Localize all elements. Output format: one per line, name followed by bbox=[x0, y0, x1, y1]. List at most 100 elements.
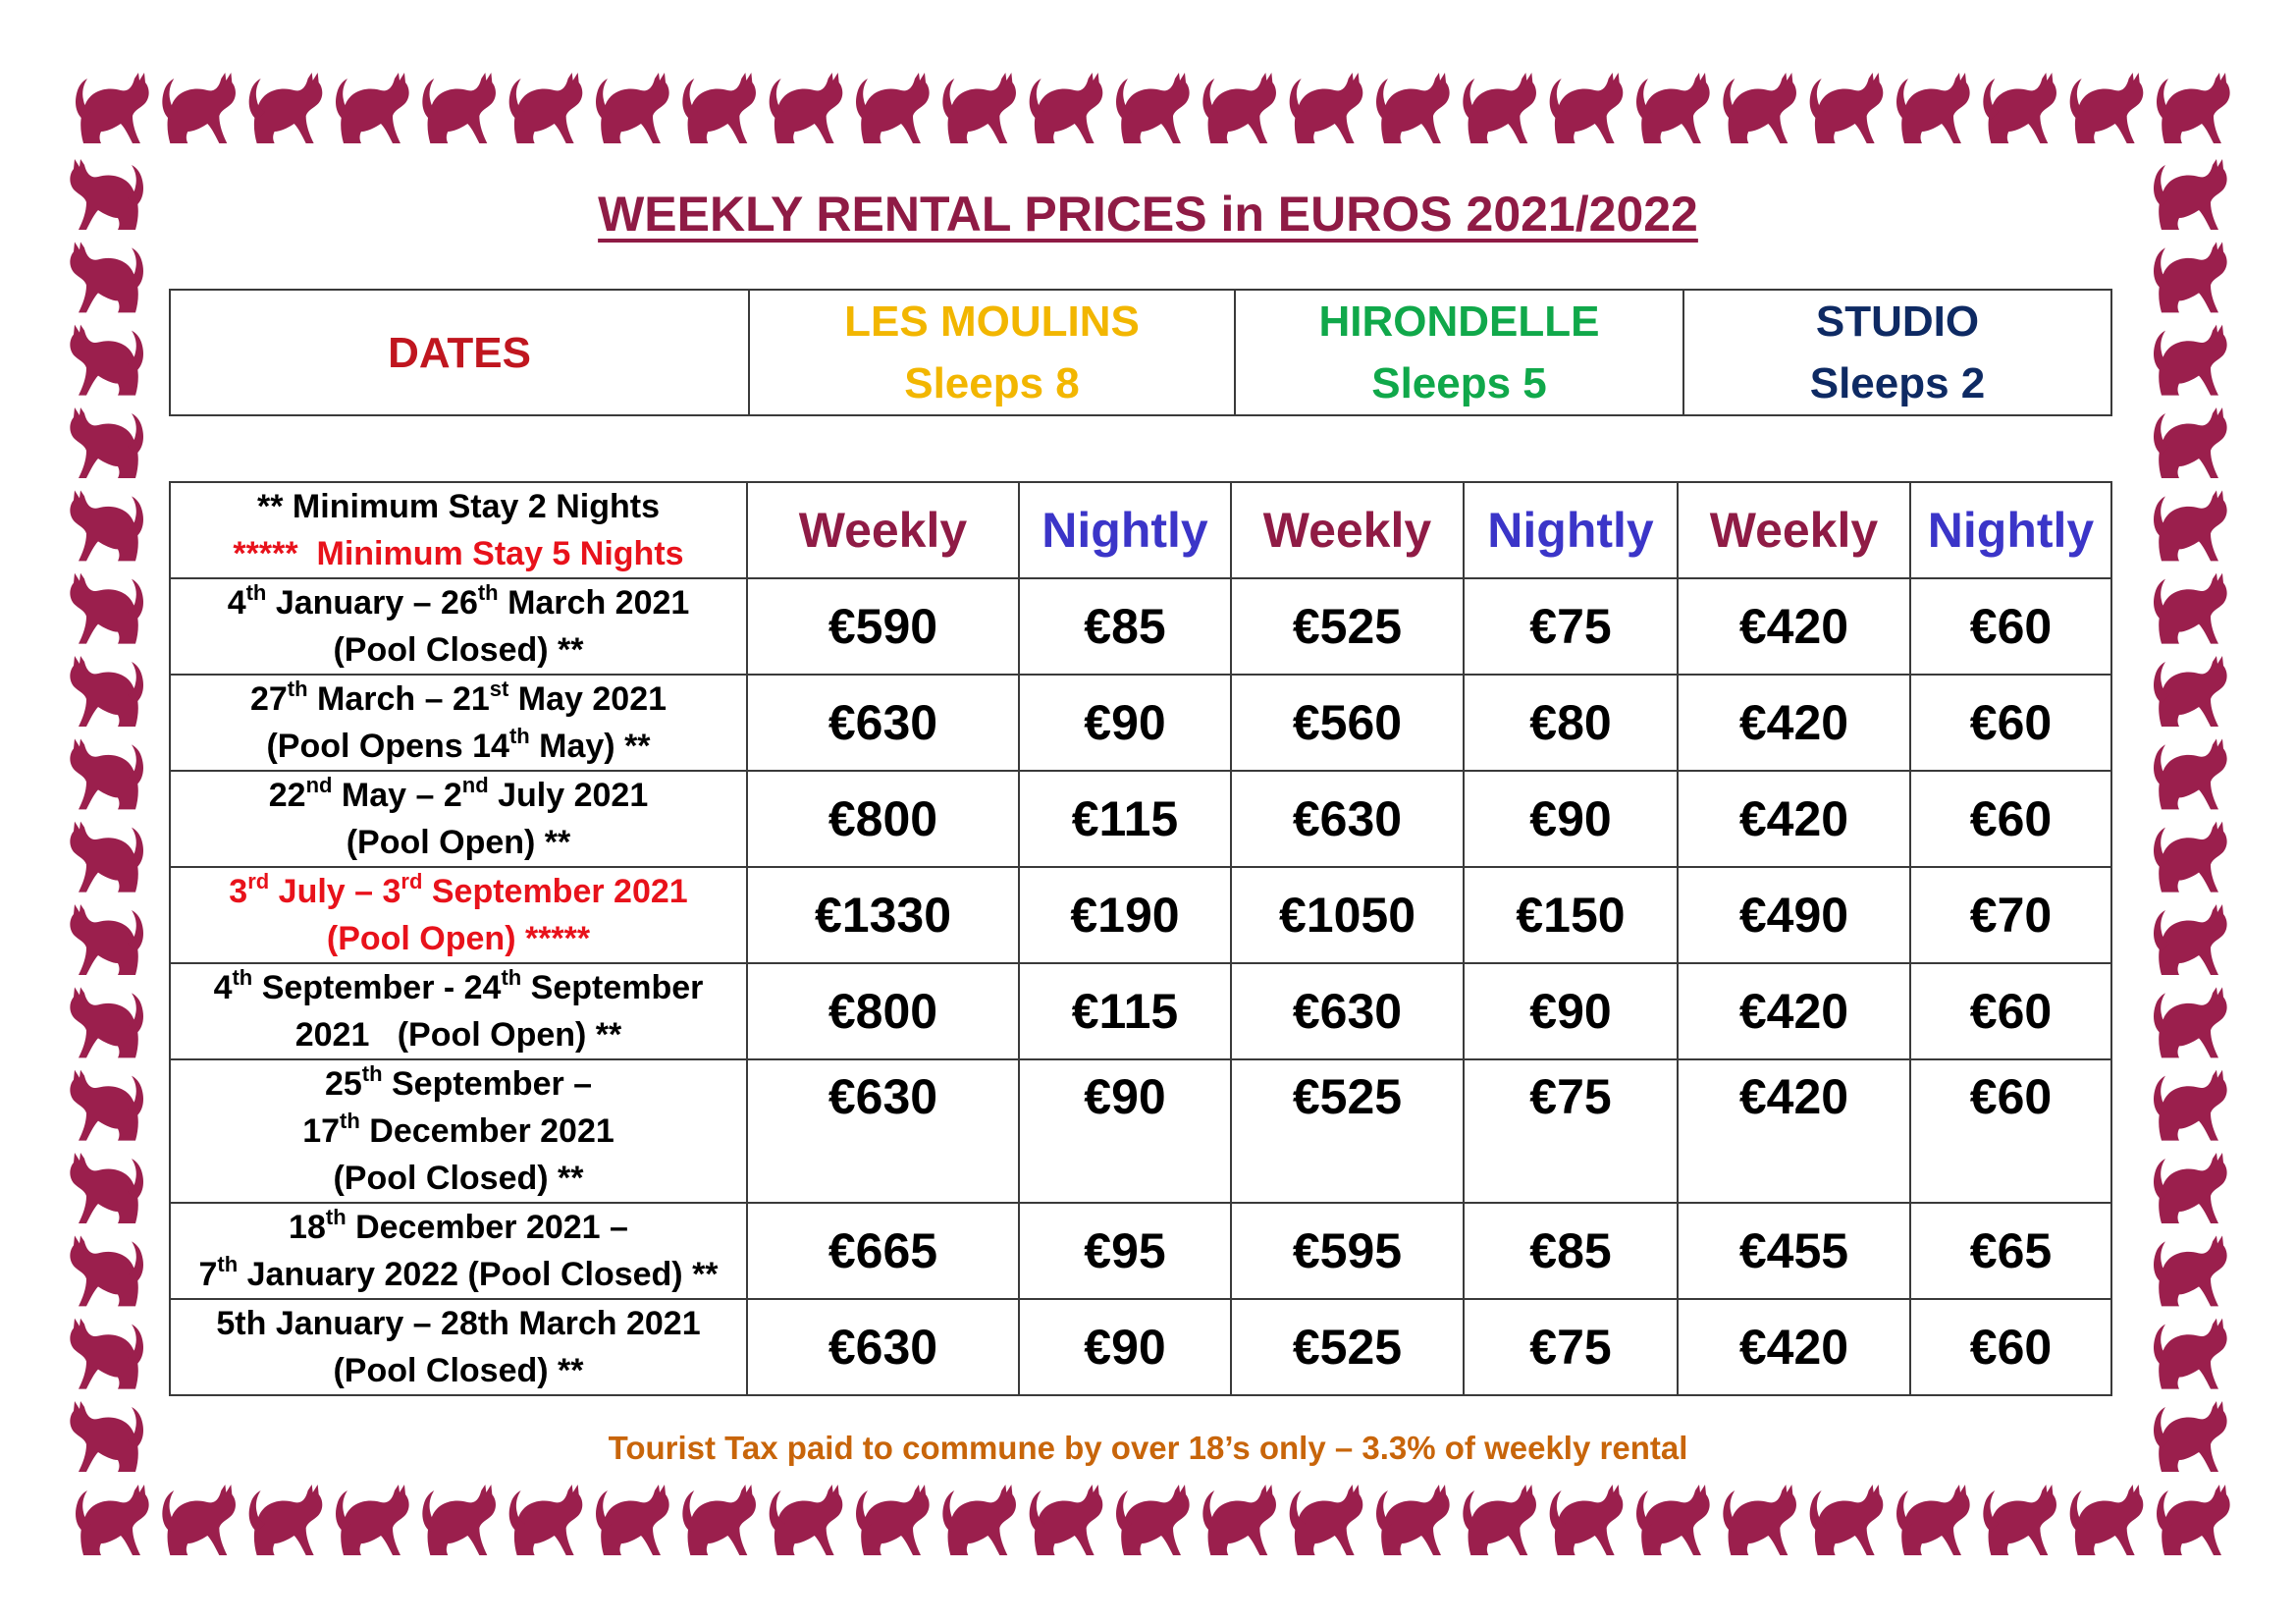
price-cell: €190 bbox=[1018, 866, 1232, 964]
cat-icon bbox=[422, 73, 496, 143]
price-cell: €60 bbox=[1909, 577, 2112, 676]
cat-icon bbox=[1809, 1485, 1884, 1555]
cat-icon bbox=[1723, 1485, 1796, 1555]
cat-icon bbox=[769, 1485, 843, 1555]
cat-icon bbox=[1376, 1485, 1450, 1555]
cat-icon bbox=[2157, 73, 2230, 143]
cat-icon bbox=[70, 738, 143, 810]
cat-icon bbox=[1983, 73, 2056, 143]
cat-icon bbox=[596, 1485, 669, 1555]
studio-name: STUDIO bbox=[1815, 298, 1980, 346]
table-row: 25th September –17th December 2021(Pool … bbox=[169, 1058, 2112, 1204]
les-moulins-header: LES MOULINS Sleeps 8 bbox=[748, 289, 1236, 416]
price-cell: €90 bbox=[1463, 770, 1679, 868]
price-cell: €75 bbox=[1463, 1298, 1679, 1396]
price-cell: €115 bbox=[1018, 962, 1232, 1060]
nightly-header: Nightly bbox=[1909, 481, 2112, 579]
price-table: ** Minimum Stay 2 Nights ***** Minimum S… bbox=[169, 481, 2112, 1396]
table-row: 4th January – 26th March 2021(Pool Close… bbox=[169, 577, 2112, 676]
cat-icon bbox=[1896, 1485, 1970, 1555]
cat-icon bbox=[1202, 73, 1276, 143]
cat-icon bbox=[70, 1153, 143, 1223]
price-cell: €420 bbox=[1677, 770, 1911, 868]
price-cell: €60 bbox=[1909, 674, 2112, 772]
cat-icon bbox=[70, 987, 143, 1058]
price-cell: €665 bbox=[746, 1202, 1020, 1300]
cat-icon bbox=[596, 73, 669, 143]
cat-icon bbox=[2157, 1485, 2230, 1555]
date-cell: 3rd July – 3rd September 2021(Pool Open)… bbox=[169, 866, 748, 964]
price-cell: €525 bbox=[1230, 1058, 1465, 1204]
cat-icon bbox=[162, 73, 236, 143]
price-cell: €85 bbox=[1018, 577, 1232, 676]
cat-icon bbox=[2154, 1153, 2227, 1223]
date-cell: 25th September –17th December 2021(Pool … bbox=[169, 1058, 748, 1204]
price-cell: €590 bbox=[746, 577, 1020, 676]
minimum-stay-notes: ** Minimum Stay 2 Nights ***** Minimum S… bbox=[169, 481, 748, 579]
cat-icon bbox=[942, 73, 1016, 143]
price-cell: €455 bbox=[1677, 1202, 1911, 1300]
hirondelle-name: HIRONDELLE bbox=[1318, 298, 1600, 346]
weekly-header: Weekly bbox=[1677, 481, 1911, 579]
price-cell: €60 bbox=[1909, 1058, 2112, 1204]
cat-icon bbox=[1463, 1485, 1536, 1555]
cat-icon bbox=[76, 1485, 149, 1555]
cat-icon bbox=[2154, 904, 2227, 975]
hirondelle-sleeps: Sleeps 5 bbox=[1371, 359, 1547, 407]
cat-icon bbox=[2154, 324, 2227, 396]
price-header-row: ** Minimum Stay 2 Nights ***** Minimum S… bbox=[169, 481, 2112, 579]
cat-icon bbox=[856, 73, 930, 143]
table-row: 5th January – 28th March 2021(Pool Close… bbox=[169, 1298, 2112, 1396]
price-cell: €75 bbox=[1463, 577, 1679, 676]
price-cell: €630 bbox=[746, 1058, 1020, 1204]
cat-icon bbox=[1289, 73, 1363, 143]
date-cell: 22nd May – 2nd July 2021(Pool Open) ** bbox=[169, 770, 748, 868]
cat-icon bbox=[1029, 1485, 1103, 1555]
page-title: WEEKLY RENTAL PRICES in EUROS 2021/2022 bbox=[598, 187, 1698, 242]
cat-icon bbox=[2154, 656, 2227, 727]
weekly-header: Weekly bbox=[1230, 481, 1465, 579]
min-stay-5-note: ***** Minimum Stay 5 Nights bbox=[233, 535, 684, 572]
cat-icon bbox=[942, 1485, 1016, 1555]
cat-icon bbox=[70, 904, 143, 975]
cat-icon bbox=[70, 407, 143, 478]
price-cell: €420 bbox=[1677, 962, 1911, 1060]
cat-icon bbox=[1636, 73, 1710, 143]
nightly-header: Nightly bbox=[1463, 481, 1679, 579]
cat-icon bbox=[2154, 1318, 2227, 1389]
price-cell: €90 bbox=[1018, 1058, 1232, 1204]
table-row: 27th March – 21st May 2021(Pool Opens 14… bbox=[169, 674, 2112, 772]
les-moulins-name: LES MOULINS bbox=[844, 298, 1140, 346]
cat-icon bbox=[2069, 73, 2144, 143]
price-cell: €90 bbox=[1018, 674, 1232, 772]
price-cell: €60 bbox=[1909, 1298, 2112, 1396]
price-cell: €630 bbox=[1230, 770, 1465, 868]
cat-icon bbox=[70, 656, 143, 727]
cat-icon bbox=[2069, 1485, 2144, 1555]
table-row: 22nd May – 2nd July 2021(Pool Open) ** €… bbox=[169, 770, 2112, 868]
cat-icon bbox=[336, 73, 409, 143]
price-cell: €800 bbox=[746, 770, 1020, 868]
cat-icon bbox=[422, 1485, 496, 1555]
cat-icon bbox=[2154, 738, 2227, 810]
price-cell: €115 bbox=[1018, 770, 1232, 868]
cat-icon bbox=[2154, 242, 2227, 313]
min-stay-2-note: ** Minimum Stay 2 Nights bbox=[257, 488, 660, 525]
cat-icon bbox=[1029, 73, 1103, 143]
cat-icon bbox=[1376, 73, 1450, 143]
weekly-header: Weekly bbox=[746, 481, 1020, 579]
price-cell: €420 bbox=[1677, 1058, 1911, 1204]
cat-icon bbox=[70, 324, 143, 396]
cat-icon bbox=[70, 1069, 143, 1141]
dates-header: DATES bbox=[169, 289, 750, 416]
cat-icon bbox=[1983, 1485, 2056, 1555]
price-cell: €420 bbox=[1677, 577, 1911, 676]
price-cell: €630 bbox=[1230, 962, 1465, 1060]
price-cell: €420 bbox=[1677, 1298, 1911, 1396]
cat-icon bbox=[1116, 73, 1190, 143]
cat-icon bbox=[1549, 1485, 1624, 1555]
cat-icon bbox=[2154, 1069, 2227, 1141]
price-cell: €65 bbox=[1909, 1202, 2112, 1300]
cat-icon bbox=[76, 73, 149, 143]
